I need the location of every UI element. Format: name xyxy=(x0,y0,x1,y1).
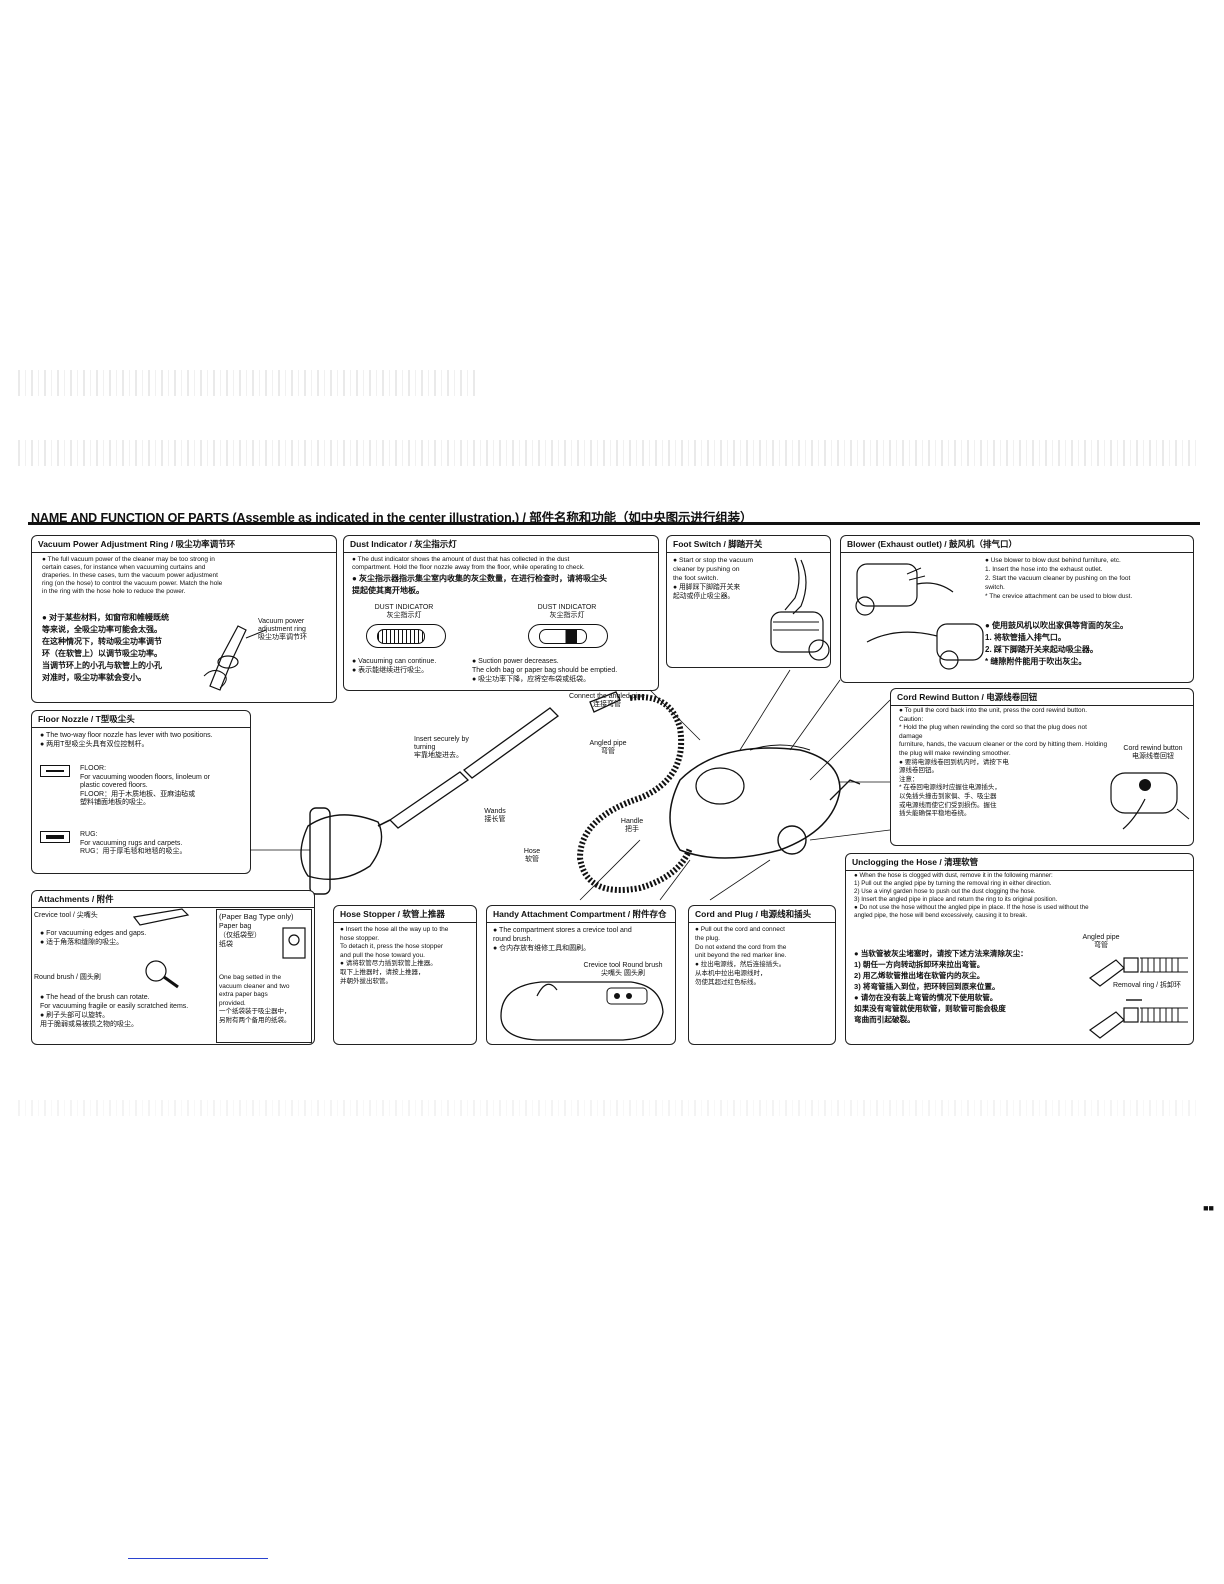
section-heading: Cord Rewind Button / 电源线卷回钮 xyxy=(891,689,1193,706)
section-heading: Attachments / 附件 xyxy=(32,891,314,908)
cord-rewind-section: Cord Rewind Button / 电源线卷回钮 ● To pull th… xyxy=(890,688,1194,846)
scan-noise-top xyxy=(18,370,478,396)
page-title: NAME AND FUNCTION OF PARTS (Assemble as … xyxy=(31,511,753,525)
wands-label: Wands 接长管 xyxy=(484,808,506,823)
rug-mode-text: RUG: For vacuuming rugs and carpets. RUG… xyxy=(80,831,187,856)
paper-bag-text: One bag setted in the vacuum cleaner and… xyxy=(219,974,291,1024)
handle-label: Handle 把手 xyxy=(620,818,644,833)
crevice-tool-icon xyxy=(132,908,190,926)
crevice-tool-label: Crevice tool / 尖嘴头 xyxy=(34,912,98,919)
section-text-en: ● Use blower to blow dust behind furnitu… xyxy=(985,557,1133,600)
section-text: ● The two-way floor nozzle has lever wit… xyxy=(40,732,213,748)
dust-indicator-full-icon xyxy=(528,624,608,648)
section-heading: Unclogging the Hose / 清理软管 xyxy=(846,854,1193,871)
page-marker: ■■ xyxy=(1203,1203,1214,1213)
section-text: ● To pull the cord back into the unit, p… xyxy=(899,707,1108,818)
hose-label: Hose 软管 xyxy=(523,848,541,863)
round-brush-text: ● The head of the brush can rotate. For … xyxy=(40,994,189,1028)
removal-ring-label: Removal ring / 拆卸环 xyxy=(1112,982,1182,989)
scan-noise-bottom xyxy=(18,1100,1198,1116)
section-heading: Cord and Plug / 电源线和插头 xyxy=(689,906,835,923)
footer-link-underline xyxy=(128,1558,268,1559)
angled-pipe-label: Angled pipe 弯管 xyxy=(1082,934,1120,949)
vacuum-ring-illustration xyxy=(203,625,267,691)
dust-indicator-empty-icon xyxy=(366,624,446,648)
dust-indicator-label-left: DUST INDICATOR 灰尘指示灯 xyxy=(374,604,434,619)
insert-securely-label: Insert securely by turning 牢靠地旋进去。 xyxy=(414,736,469,759)
section-text-en: ● When the hose is clogged with dust, re… xyxy=(854,872,1089,919)
handy-compartment-illustration xyxy=(500,981,664,1041)
paper-bag-title: (Paper Bag Type only) xyxy=(219,912,294,921)
section-text-cn: ● 对于某些材料，如窗帘和帷幔既统 等来说，全吸尘功率可能会太强。 在这种情况下… xyxy=(42,613,170,682)
section-heading: Vacuum Power Adjustment Ring / 吸尘功率调节环 xyxy=(32,536,336,553)
section-heading: Blower (Exhaust outlet) / 鼓风机（排气口） xyxy=(841,536,1193,553)
title-rule xyxy=(28,522,1200,525)
dust-status-left: ● Vacuuming can continue. ● 表示能继续进行吸尘。 xyxy=(352,658,437,674)
section-heading: Foot Switch / 脚踏开关 xyxy=(667,536,830,553)
dust-status-right: ● Suction power decreases. The cloth bag… xyxy=(472,658,618,683)
round-brush-label: Round brush / 圆头刷 xyxy=(34,974,101,981)
section-text-cn: ● 灰尘指示器指示集尘室内收集的灰尘数量，在进行检查时，请将吸尘头 提起使其离开… xyxy=(352,574,608,595)
hose-stopper-section: Hose Stopper / 软管上推器 ● Insert the hose a… xyxy=(333,905,477,1045)
section-text: ● Insert the hose all the way up to the … xyxy=(340,926,449,985)
section-text: ● The compartment stores a crevice tool … xyxy=(493,927,632,952)
blower-section: Blower (Exhaust outlet) / 鼓风机（排气口） ● Use… xyxy=(840,535,1194,683)
unclogging-section: Unclogging the Hose / 清理软管 ● When the ho… xyxy=(845,853,1194,1045)
paper-bag-box: (Paper Bag Type only) Paper bag （仅纸袋型） 纸… xyxy=(216,909,312,1043)
cord-plug-section: Cord and Plug / 电源线和插头 ● Pull out the co… xyxy=(688,905,836,1045)
paper-bag-label: Paper bag （仅纸袋型） 纸袋 xyxy=(219,923,261,948)
dust-indicator-section: Dust Indicator / 灰尘指示灯 ● The dust indica… xyxy=(343,535,659,691)
floor-mode-icon xyxy=(40,765,70,777)
section-text-cn: ● 使用鼓风机以吹出家俱等背面的灰尘。 1. 将软管插入排气口。 2. 踩下脚踏… xyxy=(985,621,1129,666)
rug-mode-icon xyxy=(40,831,70,843)
section-text: ● Pull out the cord and connect the plug… xyxy=(695,926,787,986)
floor-nozzle-section: Floor Nozzle / T型吸尘头 ● The two-way floor… xyxy=(31,710,251,874)
section-text: ● Start or stop the vacuum cleaner by pu… xyxy=(673,557,754,600)
paper-bag-icon xyxy=(282,927,306,959)
angled-pipe-label: Angled pipe 弯管 xyxy=(589,740,627,755)
scan-noise-band xyxy=(18,440,1198,466)
dust-indicator-label-right: DUST INDICATOR 灰尘指示灯 xyxy=(537,604,597,619)
section-text-en: ● The dust indicator shows the amount of… xyxy=(352,556,585,571)
unclogging-illustration xyxy=(1088,957,1188,1039)
cord-rewind-label: Cord rewind button 电源线卷回钮 xyxy=(1123,745,1183,760)
cord-rewind-illustration xyxy=(1110,772,1190,830)
foot-switch-illustration xyxy=(770,557,830,661)
section-heading: Dust Indicator / 灰尘指示灯 xyxy=(344,536,658,553)
crevice-tool-text: ● For vacuuming edges and gaps. ● 适于角落和缝… xyxy=(40,930,147,946)
compartment-items-label: Crevice tool Round brush 尖嘴头 圆头刷 xyxy=(583,962,663,977)
vacuum-assembly-illustration xyxy=(250,669,891,901)
round-brush-icon xyxy=(145,960,179,989)
section-heading: Floor Nozzle / T型吸尘头 xyxy=(32,711,250,728)
section-text-cn: ● 当软管被灰尘堵塞时，请按下述方法来清除灰尘： 1) 朝任一方向转动拆卸环来拉… xyxy=(854,949,1028,1024)
floor-mode-text: FLOOR: For vacuuming wooden floors, lino… xyxy=(80,765,210,807)
connect-angled-pipe-label: Connect the angled pipe 连接弯管 xyxy=(569,693,645,708)
section-heading: Hose Stopper / 软管上推器 xyxy=(334,906,476,923)
vacuum-ring-label: Vacuum power adjustment ring 吸尘功率调节环 xyxy=(258,618,307,641)
vacuum-power-section: Vacuum Power Adjustment Ring / 吸尘功率调节环 ●… xyxy=(31,535,337,703)
attachments-section: Attachments / 附件 Crevice tool / 尖嘴头 ● Fo… xyxy=(31,890,315,1045)
section-text-en: ● The full vacuum power of the cleaner m… xyxy=(42,556,223,595)
blower-illustration xyxy=(855,563,984,670)
handy-compartment-section: Handy Attachment Compartment / 附件存仓 ● Th… xyxy=(486,905,676,1045)
foot-switch-section: Foot Switch / 脚踏开关 ● Start or stop the v… xyxy=(666,535,831,668)
section-heading: Handy Attachment Compartment / 附件存仓 xyxy=(487,906,675,923)
